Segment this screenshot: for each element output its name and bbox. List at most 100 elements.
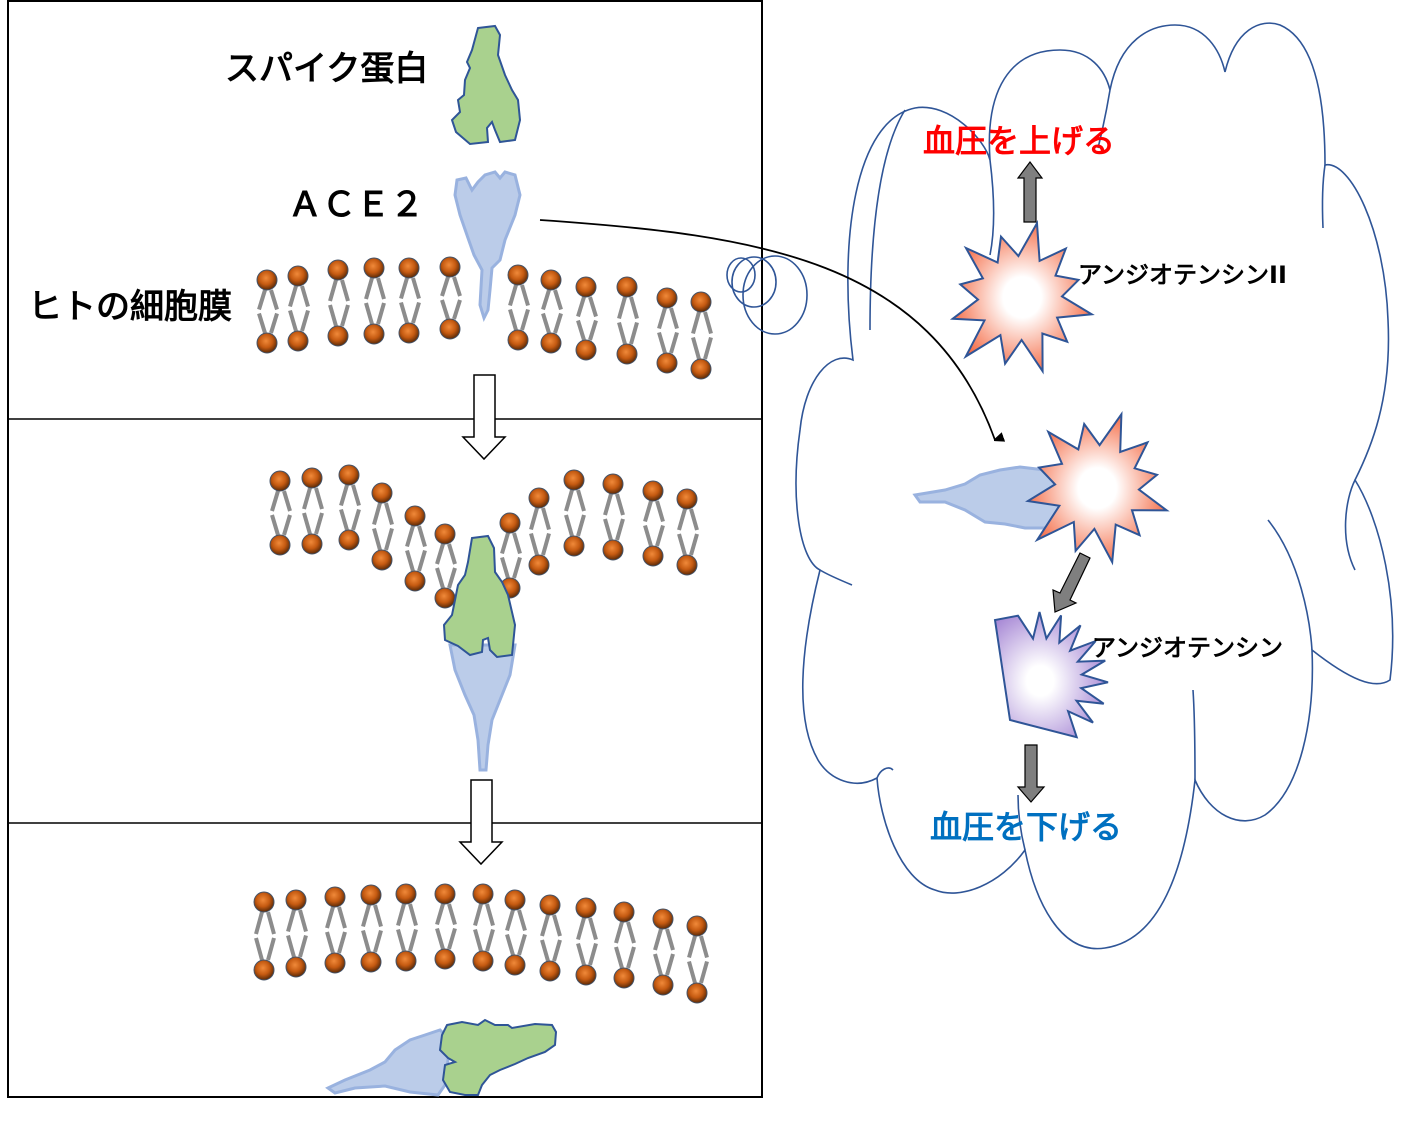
- ras-cascade: 血圧を上げる アンジオテンシンII アンジオテンシン 血圧を下げる: [912, 122, 1287, 846]
- lipid-tail: [626, 946, 636, 969]
- phospholipid: [540, 269, 563, 354]
- lipid-head: [602, 539, 624, 561]
- lipid-head: [360, 951, 382, 973]
- lipid-tail: [485, 903, 495, 927]
- lipid-tail: [512, 556, 522, 579]
- lipid-head: [472, 950, 494, 972]
- phospholipid: [504, 889, 527, 976]
- lipid-tail: [270, 514, 280, 536]
- lipid-head: [434, 948, 456, 970]
- phospholipid: [287, 265, 310, 352]
- lipid-tail: [417, 549, 427, 572]
- lipid-tail: [699, 935, 709, 959]
- lipid-head: [439, 256, 461, 278]
- lipid-tail: [653, 928, 663, 951]
- connector-arrow: [539, 219, 995, 440]
- lipid-head: [613, 901, 635, 923]
- lipid-head: [602, 473, 624, 495]
- lipid-head: [434, 883, 456, 905]
- lipid-tail: [677, 533, 687, 556]
- lipid-tail: [699, 960, 709, 984]
- lipid-tail: [629, 321, 639, 345]
- lipid-tail: [512, 532, 522, 555]
- lipid-head: [575, 964, 597, 986]
- ace2-shape: [453, 170, 522, 323]
- lipid-head: [301, 533, 323, 555]
- phospholipid: [642, 480, 665, 567]
- lipid-tail: [655, 500, 665, 523]
- phospholipid: [398, 257, 421, 344]
- lipid-tail: [440, 276, 450, 297]
- lipid-tail: [435, 543, 445, 565]
- lipid-tail: [399, 301, 409, 324]
- lipid-tail: [314, 512, 324, 535]
- phospholipid: [528, 487, 551, 576]
- bubble-large: [742, 255, 808, 335]
- lipid-head: [507, 329, 529, 351]
- lipid-tail: [328, 279, 338, 302]
- lipid-tail: [614, 946, 624, 969]
- lipid-tail: [282, 514, 292, 536]
- phospholipid: [301, 467, 324, 555]
- lipid-tail: [687, 960, 697, 984]
- lipid-tail: [314, 487, 324, 510]
- up-arrow: [1016, 161, 1044, 223]
- lipid-head: [686, 915, 708, 937]
- lipid-tail: [603, 493, 613, 516]
- lipid-tail: [288, 285, 298, 308]
- lipid-tail: [266, 911, 276, 935]
- lipid-tail: [452, 276, 462, 297]
- phospholipid: [285, 889, 308, 978]
- lipid-tail: [553, 289, 563, 311]
- lipid-tail: [540, 914, 550, 937]
- lipid-tail: [254, 937, 264, 961]
- lipid-bilayer: [253, 883, 709, 1004]
- lipid-head: [434, 587, 456, 609]
- lipid-head: [563, 469, 585, 491]
- phospholipid: [652, 908, 675, 996]
- lipid-head: [504, 889, 526, 911]
- lipid-tail: [576, 514, 586, 537]
- lipid-tail: [576, 917, 586, 941]
- angiotensin-ii-label: アンジオテンシンII: [1078, 261, 1287, 289]
- step-3-panel: [253, 883, 709, 1097]
- step-2-panel: [269, 464, 699, 866]
- lipid-tail: [485, 928, 495, 952]
- lipid-tail: [517, 909, 527, 932]
- lipid-tail: [266, 937, 276, 961]
- lipid-head: [256, 332, 278, 354]
- bubble-medium: [731, 256, 777, 308]
- lipid-tail: [552, 939, 562, 962]
- phospholipid: [602, 473, 625, 561]
- lipid-head: [371, 482, 393, 504]
- lipid-head: [404, 505, 426, 527]
- lipid-head: [540, 269, 562, 291]
- lipid-tail: [653, 953, 663, 976]
- lipid-tail: [254, 911, 264, 935]
- lipid-tail: [576, 296, 586, 318]
- lipid-tail: [588, 319, 598, 341]
- lipid-tail: [302, 512, 312, 535]
- bubble-small: [726, 257, 756, 293]
- lipid-tail: [257, 312, 267, 334]
- lipid-tail: [505, 933, 515, 956]
- ace2-shape: [448, 643, 517, 772]
- lipid-tail: [435, 927, 445, 950]
- phospholipid: [676, 488, 699, 576]
- lipid-tail: [376, 302, 386, 325]
- lipid-tail: [529, 507, 539, 531]
- lipid-head: [499, 512, 521, 534]
- lipid-tail: [373, 929, 383, 953]
- lipid-head: [616, 276, 638, 298]
- lipid-head: [398, 322, 420, 344]
- lipid-head: [324, 952, 346, 974]
- lipid-tail: [282, 490, 292, 512]
- lipid-tail: [500, 556, 510, 579]
- lipid-head: [690, 358, 712, 380]
- phospholipid: [338, 464, 361, 551]
- lipid-tail: [447, 927, 457, 950]
- phospholipid: [507, 264, 530, 351]
- lipid-tail: [629, 296, 639, 320]
- lipid-tail: [411, 301, 421, 324]
- lipid-head: [686, 982, 708, 1004]
